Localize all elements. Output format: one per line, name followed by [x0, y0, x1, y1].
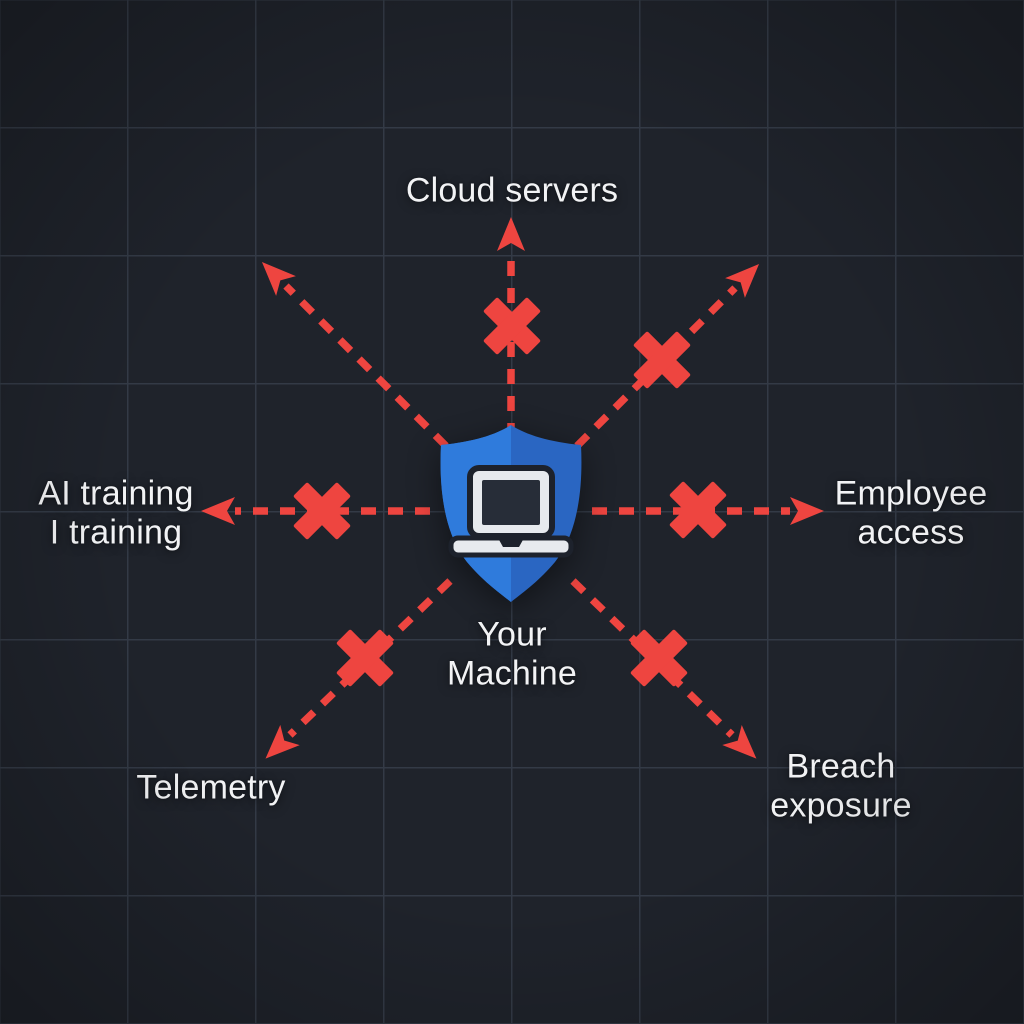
label-breach-exposure-line2: exposure — [770, 786, 912, 824]
label-your-machine: Your Machine — [447, 615, 577, 693]
label-breach-exposure-line1: Breach — [786, 747, 896, 786]
x-mark-icon-breach-exposure — [630, 629, 688, 687]
label-ai-training: AI training I training — [38, 474, 193, 552]
label-cloud-servers-text: Cloud servers — [405, 171, 619, 210]
label-your-machine-line1: Your — [477, 615, 547, 654]
x-mark-icon-employee-access — [669, 481, 727, 539]
label-ai-training-line2: I training — [49, 513, 183, 551]
laptop-icon — [448, 465, 574, 558]
label-your-machine-line2: Machine — [447, 654, 577, 692]
label-telemetry-text: Telemetry — [136, 768, 286, 807]
shield-laptop-icon — [440, 425, 582, 602]
x-mark-icon-up-right — [633, 331, 691, 389]
x-mark-icon-telemetry — [336, 629, 394, 687]
label-cloud-servers: Cloud servers — [406, 172, 618, 211]
label-breach-exposure: Breach exposure — [770, 747, 911, 825]
x-mark-icon-cloud-servers — [483, 297, 541, 355]
label-employee-access: Employee access — [835, 474, 988, 552]
shield-icon — [436, 422, 586, 606]
label-employee-access-line2: access — [857, 513, 965, 551]
x-mark-icon-ai-training — [293, 482, 351, 540]
arrow-up-left — [261, 261, 449, 449]
label-employee-access-line1: Employee — [834, 474, 988, 513]
label-telemetry: Telemetry — [136, 769, 285, 808]
label-ai-training-line1: AI training — [38, 474, 194, 513]
